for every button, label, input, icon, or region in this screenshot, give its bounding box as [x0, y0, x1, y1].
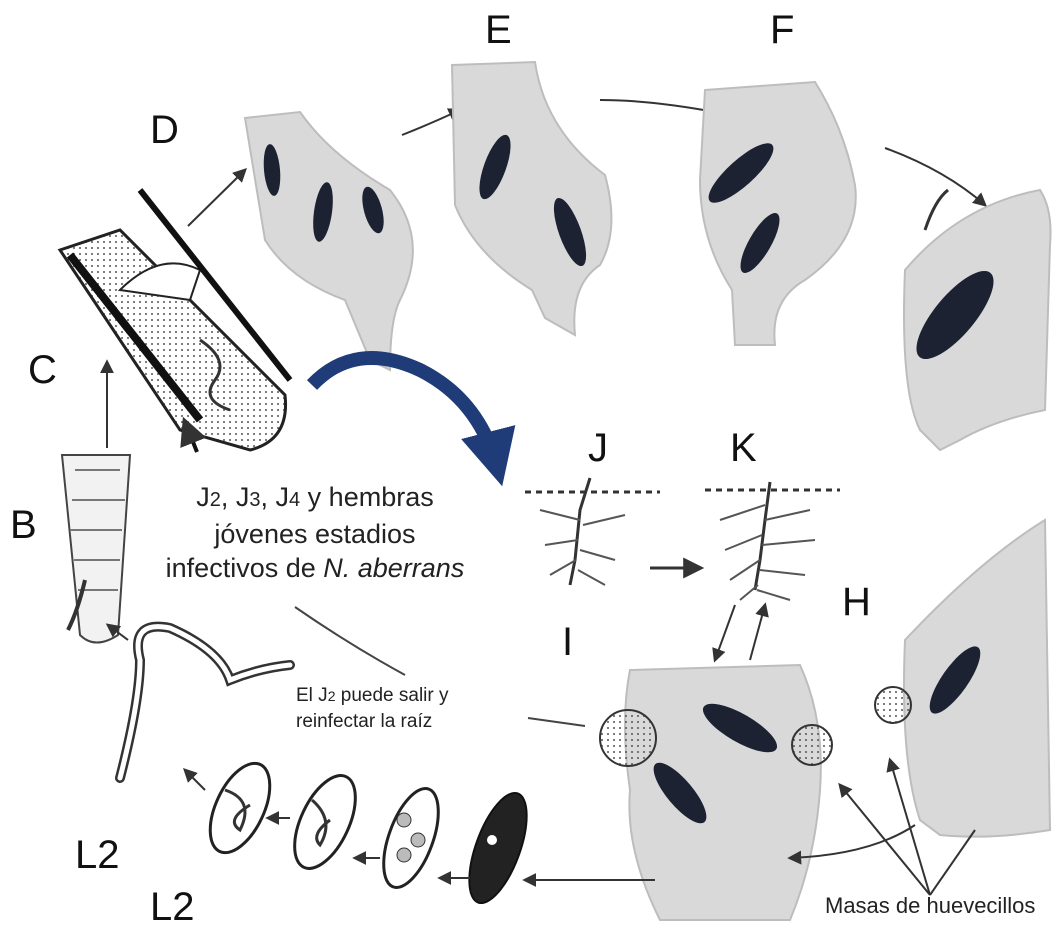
arrow-c-to-d: [188, 170, 245, 226]
infective-line-3: infectivos de N. aberrans: [150, 551, 480, 585]
infective-line-3-prefix: infectivos de: [166, 553, 324, 583]
reinfect-line-2: reinfectar la raíz: [296, 709, 536, 734]
leader-line-upper: [295, 607, 405, 675]
reinfect-line-1-rest: puede salir y: [335, 685, 448, 706]
root-system-j: [525, 478, 660, 585]
gall-i: [600, 665, 832, 920]
pointer-egg-mass-3: [930, 830, 975, 895]
root-segment-illustration: [62, 455, 130, 643]
arrow-i-to-k: [750, 605, 765, 660]
arrow-d-to-e: [402, 110, 460, 135]
reinfection-caption: El J2 puede salir y reinfectar la raíz: [296, 683, 536, 734]
arrow-k-to-i: [715, 605, 735, 660]
j4-letter: J: [276, 482, 290, 512]
gall-h: [875, 520, 1050, 837]
j2-number: 2: [210, 489, 221, 511]
label-l2-b: L2: [150, 887, 195, 927]
egg-masses-caption: Masas de huevecillos: [825, 893, 1053, 919]
gall-d: [245, 112, 413, 370]
gall-f: [700, 82, 856, 345]
arrow-e-to-f: [600, 100, 715, 112]
label-e: E: [485, 10, 512, 50]
label-d: D: [150, 110, 179, 150]
infective-stages-caption: J2, J3, J4 y hembras jóvenes estadios in…: [150, 480, 480, 585]
j3-letter: J: [236, 482, 250, 512]
label-i: I: [562, 622, 573, 662]
j3-number: 3: [249, 489, 260, 511]
reinfection-arrow: [312, 358, 498, 470]
label-h: H: [842, 582, 871, 622]
infective-line-1-rest: y hembras: [300, 482, 434, 512]
gall-g: [904, 190, 1051, 450]
leader-line-lower: [528, 718, 585, 726]
reinfect-j2-letter: El J: [296, 685, 328, 706]
j4-number: 4: [289, 489, 300, 511]
reinfect-line-1: El J2 puede salir y: [296, 683, 536, 709]
juvenile-nematode-inner: [120, 627, 290, 778]
j2-letter: J: [196, 482, 210, 512]
arrow-egg-to-l2: [185, 770, 205, 790]
infective-line-1: J2, J3, J4 y hembras: [150, 480, 480, 517]
infective-line-2: jóvenes estadios: [150, 517, 480, 551]
egg-row: [198, 754, 539, 910]
root-tip-illustration: [60, 190, 290, 450]
label-j: J: [588, 428, 608, 468]
label-k: K: [730, 428, 757, 468]
label-f: F: [770, 10, 794, 50]
label-b: B: [10, 505, 37, 545]
label-l2-a: L2: [75, 835, 120, 875]
arrow-f-to-g: [885, 148, 985, 205]
root-system-k: [705, 482, 840, 600]
gall-e: [452, 62, 611, 335]
label-c: C: [28, 350, 57, 390]
species-name: N. aberrans: [323, 553, 464, 583]
